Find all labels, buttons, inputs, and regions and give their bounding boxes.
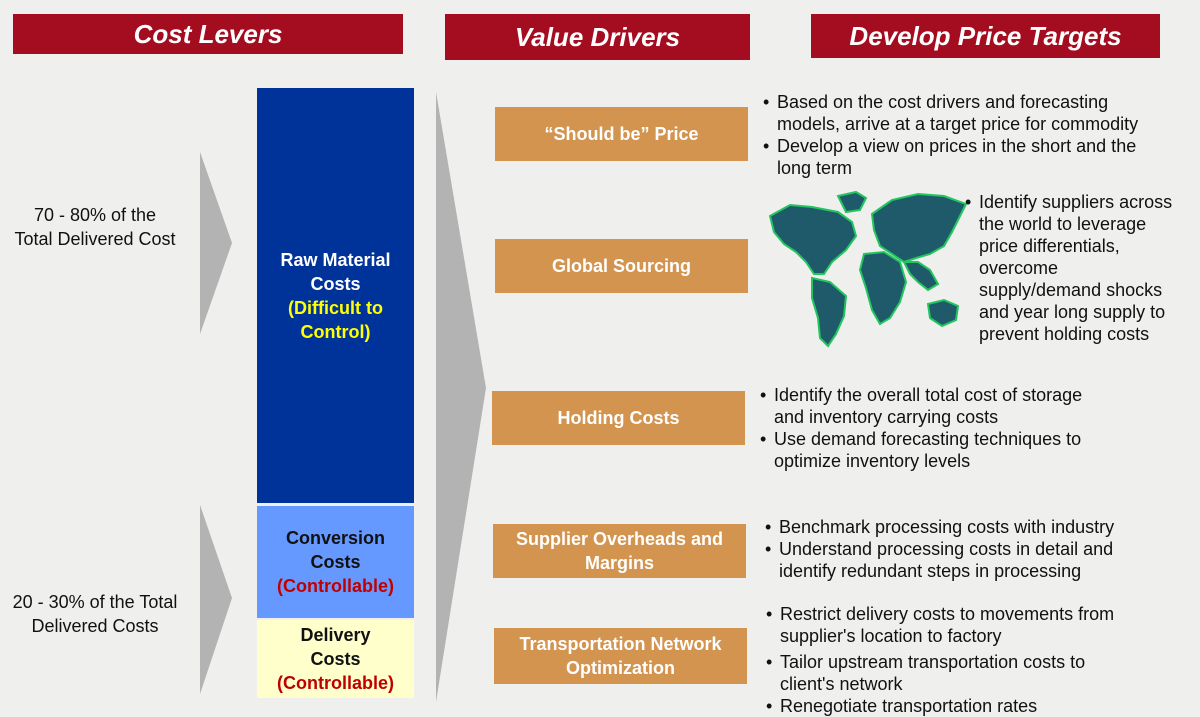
- large-arrow: [436, 92, 486, 702]
- delivery-note: (Controllable): [277, 673, 394, 693]
- target-bullet: Identify the overall total cost of stora…: [760, 384, 1190, 428]
- target-line: prevent holding costs: [979, 324, 1150, 344]
- target-bullet: Develop a view on prices in the short an…: [763, 135, 1193, 179]
- target-line: Based on the cost drivers and forecastin…: [777, 92, 1109, 112]
- world-map-icon: [768, 190, 968, 348]
- target-bullet: Based on the cost drivers and forecastin…: [763, 91, 1193, 135]
- lower-percentage-line: 20 - 30% of the Total: [12, 592, 178, 612]
- header-value-drivers: Value Drivers: [445, 14, 750, 60]
- driver-label: Supplier Overheads and: [515, 529, 724, 549]
- raw-material-note: (Difficult to: [288, 297, 383, 318]
- target-line: price differentials,: [979, 236, 1120, 256]
- lower-arrow: [200, 505, 232, 694]
- target-line: supply/demand shocks: [979, 280, 1163, 300]
- lower-percentage: 20 - 30% of the Total Delivered Costs: [0, 590, 190, 638]
- raw-material-note: Control): [300, 321, 371, 342]
- target-bullet: Restrict delivery costs to movements fro…: [766, 603, 1196, 647]
- targets-holding-costs: Identify the overall total cost of stora…: [760, 384, 1190, 472]
- target-line: identify redundant steps in processing: [779, 561, 1082, 581]
- raw-material-title: Raw Material: [280, 249, 391, 270]
- driver-transportation-network: Transportation Network Optimization: [494, 628, 747, 684]
- target-bullet: Use demand forecasting techniques to opt…: [760, 428, 1190, 472]
- target-line: Restrict delivery costs to movements fro…: [780, 604, 1115, 624]
- target-bullet: Identify suppliers across the world to l…: [965, 191, 1197, 345]
- target-line: the world to leverage: [979, 214, 1147, 234]
- driver-label: Margins: [584, 553, 654, 573]
- target-line: Identify the overall total cost of stora…: [774, 385, 1083, 405]
- upper-percentage: 70 - 80% of the Total Delivered Cost: [0, 203, 190, 251]
- driver-label: Holding Costs: [557, 408, 680, 428]
- upper-arrow: [200, 152, 232, 334]
- target-line: client's network: [780, 674, 903, 694]
- targets-supplier-overheads: Benchmark processing costs with industry…: [765, 516, 1195, 582]
- lower-percentage-line: Delivered Costs: [31, 616, 159, 636]
- target-line: Understand processing costs in detail an…: [779, 539, 1114, 559]
- targets-transportation-network: Restrict delivery costs to movements fro…: [766, 603, 1196, 717]
- target-line: and inventory carrying costs: [774, 407, 999, 427]
- driver-label: “Should be” Price: [544, 124, 699, 144]
- driver-global-sourcing: Global Sourcing: [495, 239, 748, 293]
- upper-percentage-line: 70 - 80% of the: [33, 205, 157, 225]
- conversion-title: Conversion: [285, 528, 386, 548]
- target-bullet: Renegotiate transportation rates: [766, 695, 1196, 717]
- raw-material-title: Costs: [310, 273, 361, 294]
- conversion-note: (Controllable): [277, 576, 394, 596]
- header-price-targets: Develop Price Targets: [811, 14, 1160, 58]
- target-line: models, arrive at a target price for com…: [777, 114, 1139, 134]
- target-line: optimize inventory levels: [774, 451, 971, 471]
- conversion-title: Costs: [310, 552, 361, 572]
- driver-label: Global Sourcing: [551, 256, 691, 276]
- delivery-title: Delivery: [300, 625, 371, 645]
- target-line: Renegotiate transportation rates: [780, 696, 1038, 716]
- target-line: Develop a view on prices in the short an…: [777, 136, 1137, 156]
- driver-holding-costs: Holding Costs: [492, 391, 745, 445]
- target-line: and year long supply to: [979, 302, 1166, 322]
- driver-supplier-overheads: Supplier Overheads and Margins: [493, 524, 746, 578]
- driver-label: Transportation Network: [519, 634, 722, 654]
- target-line: overcome: [979, 258, 1059, 278]
- target-bullet: Tailor upstream transportation costs to …: [766, 651, 1196, 695]
- driver-should-be-price: “Should be” Price: [495, 107, 748, 161]
- target-bullet: Benchmark processing costs with industry: [765, 516, 1195, 538]
- targets-global-sourcing: Identify suppliers across the world to l…: [965, 191, 1197, 345]
- raw-material-block: Raw Material Costs (Difficult to Control…: [257, 88, 414, 503]
- header-cost-levers: Cost Levers: [13, 14, 403, 54]
- target-line: long term: [777, 158, 853, 178]
- targets-should-be-price: Based on the cost drivers and forecastin…: [763, 91, 1193, 179]
- target-line: Benchmark processing costs with industry: [779, 517, 1115, 537]
- target-line: supplier's location to factory: [780, 626, 1002, 646]
- delivery-title: Costs: [310, 649, 361, 669]
- target-line: Use demand forecasting techniques to: [774, 429, 1082, 449]
- driver-label: Optimization: [566, 658, 675, 678]
- conversion-block: Conversion Costs (Controllable): [257, 506, 414, 618]
- upper-percentage-line: Total Delivered Cost: [14, 229, 176, 249]
- target-line: Tailor upstream transportation costs to: [780, 652, 1086, 672]
- target-line: Identify suppliers across: [979, 192, 1173, 212]
- target-bullet: Understand processing costs in detail an…: [765, 538, 1195, 582]
- delivery-block: Delivery Costs (Controllable): [257, 620, 414, 698]
